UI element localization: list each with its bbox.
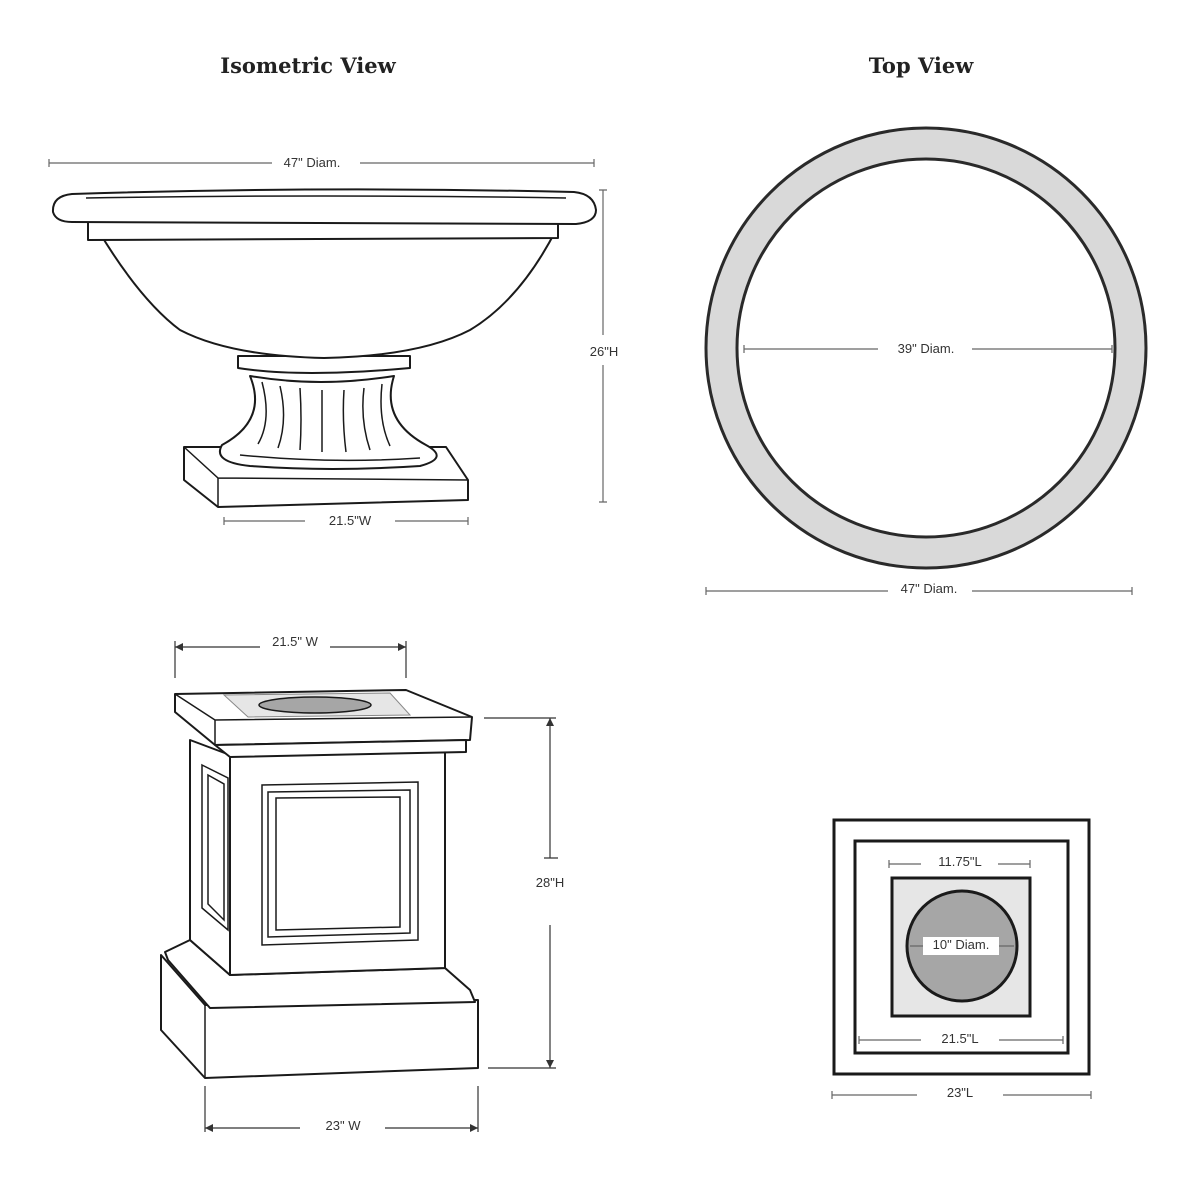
pedestal-top-width-label: 21.5" W (272, 634, 319, 649)
top-view-title: Top View (869, 53, 974, 78)
pedestal-hole-diameter-label: 10" Diam. (933, 937, 990, 952)
bowl-height-dimension: 26"H (590, 189, 618, 503)
bowl-inner-diameter-dimension: 39" Diam. (743, 341, 1113, 356)
pedestal-isometric-drawing (160, 689, 479, 1079)
pedestal-base-length-label: 23"L (947, 1085, 973, 1100)
isometric-view-title: Isometric View (220, 53, 396, 78)
pedestal-top-width-dimension: 21.5" W (174, 634, 407, 678)
pedestal-base-width-dimension: 23" W (204, 1086, 479, 1133)
bowl-outer-diameter-label: 47" Diam. (901, 581, 958, 596)
bowl-outer-diameter-dimension: 47" Diam. (705, 581, 1133, 596)
bowl-isometric-drawing (51, 188, 597, 508)
bowl-base-width-label: 21.5"W (329, 513, 372, 528)
bowl-diameter-label: 47" Diam. (284, 155, 341, 170)
pedestal-top-view-drawing: 10" Diam. 11.75"L 21.5"L 23"L (831, 818, 1092, 1100)
bowl-inner-diameter-label: 39" Diam. (898, 341, 955, 356)
bowl-inner-circle (735, 157, 1117, 539)
pedestal-top-length-label: 21.5"L (941, 1031, 978, 1046)
pedestal-height-dimension: 28"H (484, 717, 564, 1069)
bowl-top-view-drawing (704, 126, 1148, 570)
pedestal-height-label: 28"H (536, 875, 564, 890)
bowl-base-width-dimension: 21.5"W (223, 513, 469, 528)
bowl-height-label: 26"H (590, 344, 618, 359)
bowl-diameter-dimension: 47" Diam. (48, 155, 595, 170)
pedestal-base-width-label: 23" W (326, 1118, 362, 1133)
pedestal-opening-length-label: 11.75"L (938, 854, 981, 869)
